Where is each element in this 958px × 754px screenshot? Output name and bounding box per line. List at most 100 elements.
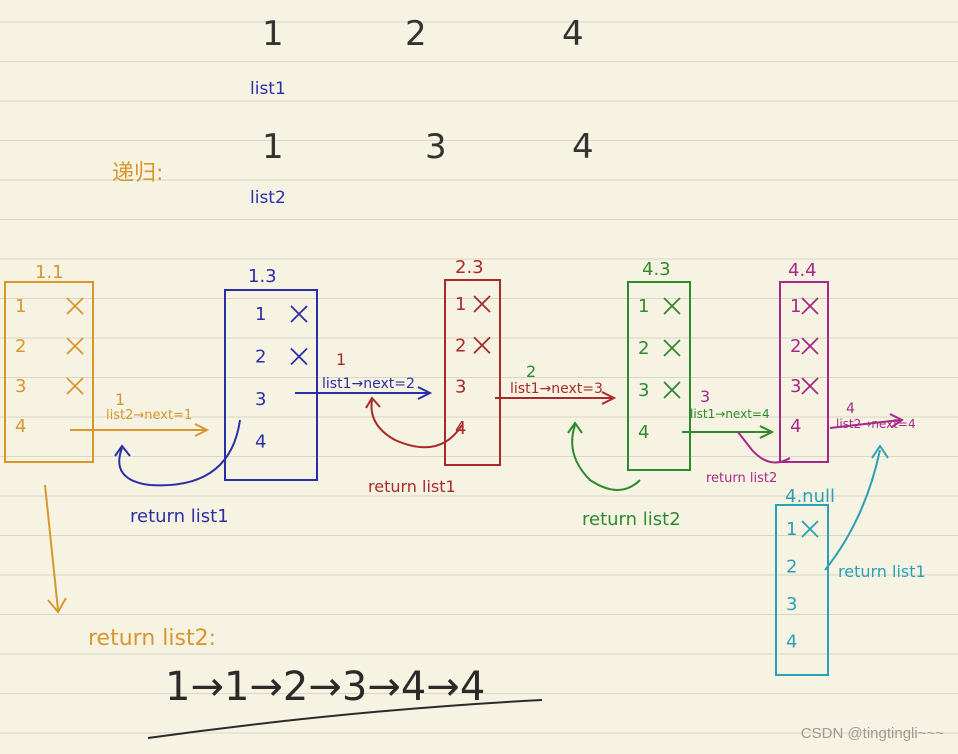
cross-mark bbox=[801, 520, 819, 538]
arrow-labels: 1 list2→next=1 1 list1→next=2 2 list1→ne… bbox=[106, 350, 926, 581]
return-arrow-2 bbox=[370, 399, 463, 449]
frame-box bbox=[627, 281, 691, 471]
frame-title: 1.1 bbox=[35, 262, 64, 283]
call-label-1: list2→next=1 bbox=[106, 408, 192, 423]
cross-mark bbox=[801, 337, 819, 355]
frame-item: 3 bbox=[790, 376, 801, 397]
frame-item: 2 bbox=[790, 336, 801, 357]
frame-box bbox=[775, 504, 829, 676]
frame-title: 4.3 bbox=[642, 259, 671, 280]
frame-item: 1 bbox=[638, 296, 649, 317]
cross-mark bbox=[473, 295, 491, 313]
frame-item: 1 bbox=[255, 304, 266, 325]
call-label-4: list1→next=4 bbox=[690, 407, 770, 421]
cross-mark bbox=[473, 336, 491, 354]
call-label-2: list1→next=2 bbox=[322, 376, 415, 392]
result-chain: 1→1→2→3→4→4 bbox=[165, 664, 485, 710]
cross-mark bbox=[66, 377, 84, 395]
ruled-lines bbox=[0, 21, 958, 734]
result-arrow bbox=[44, 484, 59, 611]
return-arrow-2-head bbox=[365, 396, 381, 409]
frame-item: 4 bbox=[638, 422, 649, 443]
call-arrow-1-head bbox=[194, 423, 210, 437]
call-label-3: list1→next=3 bbox=[510, 381, 603, 397]
frame-f2: 1.3 1 2 3 4 bbox=[224, 266, 318, 481]
cross-mark bbox=[663, 381, 681, 399]
frame-item: 1 bbox=[15, 296, 26, 317]
cross-mark bbox=[66, 297, 84, 315]
connectors bbox=[44, 386, 904, 614]
frame-box bbox=[779, 281, 829, 463]
return-arrow-3-head bbox=[567, 421, 583, 434]
frame-item: 1 bbox=[455, 294, 466, 315]
call-label-1-num: 1 bbox=[115, 390, 125, 409]
list2-value-1: 1 bbox=[262, 127, 284, 167]
frame-box bbox=[4, 281, 94, 463]
frame-title: 4.4 bbox=[788, 260, 817, 281]
return-label-5: return list2 bbox=[706, 471, 777, 486]
cross-mark bbox=[66, 337, 84, 355]
frame-item: 2 bbox=[255, 347, 266, 368]
list2-value-2: 3 bbox=[425, 127, 447, 167]
cross-mark bbox=[290, 305, 308, 323]
frame-item: 2 bbox=[786, 557, 797, 578]
return-arrow-1 bbox=[118, 419, 241, 487]
frame-f5: 4.4 1 2 3 4 bbox=[779, 260, 829, 463]
return-arrow-4 bbox=[737, 431, 791, 464]
return-arrow-1-head bbox=[114, 444, 131, 457]
frame-f6: 4.null 1 2 3 4 bbox=[775, 486, 835, 676]
cross-mark bbox=[290, 347, 308, 366]
frame-item: 2 bbox=[638, 338, 649, 359]
frame-item: 2 bbox=[15, 336, 26, 357]
frame-item: 4 bbox=[255, 432, 266, 453]
call-label-3-num: 2 bbox=[526, 362, 536, 381]
frame-item: 3 bbox=[255, 389, 266, 410]
frame-item: 4 bbox=[786, 632, 797, 653]
frame-item: 3 bbox=[638, 380, 649, 401]
return-label-4: return list2 bbox=[582, 509, 681, 530]
result: return list2: 1→1→2→3→4→4 bbox=[88, 626, 543, 739]
return-arrow-5-head bbox=[871, 444, 889, 459]
frame-title: 4.null bbox=[785, 486, 835, 507]
result-underline bbox=[147, 699, 543, 739]
result-arrow-head bbox=[47, 597, 67, 614]
frame-f4: 4.3 1 2 3 4 bbox=[627, 259, 691, 471]
return-label-3: return list1 bbox=[368, 477, 456, 496]
frame-item: 1 bbox=[790, 296, 801, 317]
frame-title: 1.3 bbox=[248, 266, 277, 287]
list1-label: list1 bbox=[250, 79, 286, 99]
cross-mark bbox=[663, 339, 681, 357]
call-arrow-2-head bbox=[417, 386, 433, 400]
result-label: return list2: bbox=[88, 626, 216, 651]
return-label-6: return list1 bbox=[838, 562, 926, 581]
cross-mark bbox=[801, 297, 819, 315]
frame-title: 2.3 bbox=[455, 257, 484, 278]
frame-item: 4 bbox=[790, 416, 801, 437]
header: 1 2 4 list1 1 3 4 list2 递归: bbox=[112, 14, 594, 208]
frame-item: 1 bbox=[786, 519, 797, 540]
cross-mark bbox=[663, 297, 681, 315]
cross-mark bbox=[801, 377, 819, 395]
call-label-2-num: 1 bbox=[336, 350, 346, 369]
call-arrow-3-head bbox=[601, 391, 617, 405]
return-label-2: return list1 bbox=[130, 506, 229, 527]
call-label-5: list2→next=4 bbox=[836, 417, 916, 431]
list1-value-2: 2 bbox=[405, 14, 427, 54]
call-arrow-5 bbox=[829, 419, 901, 429]
list2-label: list2 bbox=[250, 188, 286, 208]
frame-box bbox=[444, 279, 501, 466]
frame-item: 3 bbox=[455, 377, 466, 398]
frame-item: 3 bbox=[786, 594, 797, 615]
return-arrow-3 bbox=[571, 424, 641, 491]
call-arrow-4-head bbox=[759, 425, 775, 439]
return-arrow-5 bbox=[824, 449, 881, 571]
list2-value-3: 4 bbox=[572, 127, 594, 167]
list1-value-3: 4 bbox=[562, 14, 584, 54]
call-arrow-5-head bbox=[889, 413, 904, 428]
recursion-frames: 1.112341.312342.312344.312344.412344.nul… bbox=[4, 257, 835, 676]
frame-item: 4 bbox=[15, 416, 26, 437]
recursion-label: 递归: bbox=[112, 161, 163, 186]
frame-item: 2 bbox=[455, 335, 466, 356]
